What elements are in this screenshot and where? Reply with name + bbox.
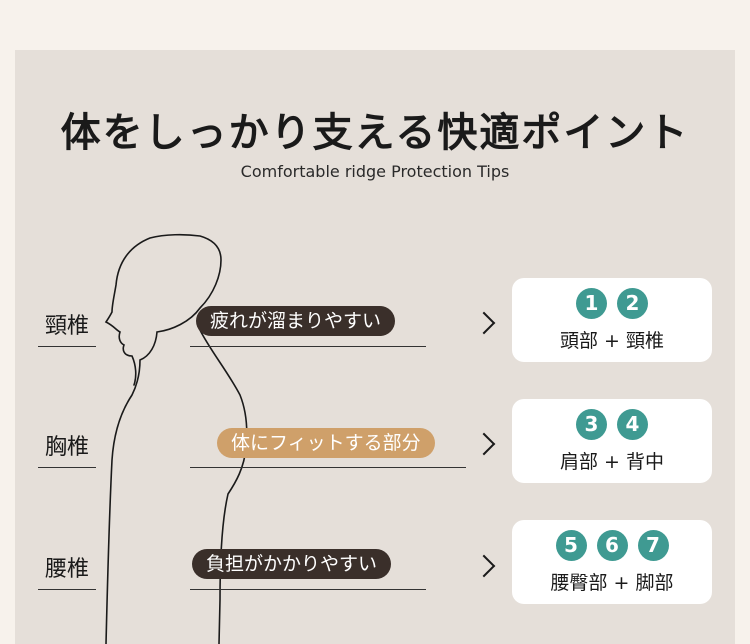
pill-cervical: 疲れが溜まりやすい	[196, 306, 396, 336]
number-badge: 4	[617, 409, 648, 440]
pill-underline	[190, 467, 466, 468]
card-parts: 腰臀部 + 脚部	[550, 572, 674, 594]
number-badge: 7	[637, 530, 669, 561]
label-lumbar: 腰椎	[38, 551, 96, 590]
number-badge: 3	[576, 409, 607, 440]
number-badge: 2	[617, 288, 648, 319]
page-subtitle: Comfortable ridge Protection Tips	[240, 162, 510, 181]
pill-lumbar: 負担がかかりやすい	[192, 549, 392, 579]
card-parts: 頭部 + 頸椎	[560, 330, 664, 352]
card-parts: 肩部 + 背中	[560, 451, 664, 473]
number-badge: 6	[596, 530, 628, 561]
pill-underline	[190, 346, 426, 347]
label-thoracic: 胸椎	[38, 429, 96, 468]
label-cervical: 頸椎	[38, 308, 96, 347]
page-title: 体をしっかり支える快適ポイント	[60, 110, 690, 156]
pill-underline	[190, 589, 426, 590]
pill-thoracic: 体にフィットする部分	[217, 428, 435, 458]
number-badge: 1	[576, 288, 607, 319]
number-badge: 5	[555, 530, 587, 561]
